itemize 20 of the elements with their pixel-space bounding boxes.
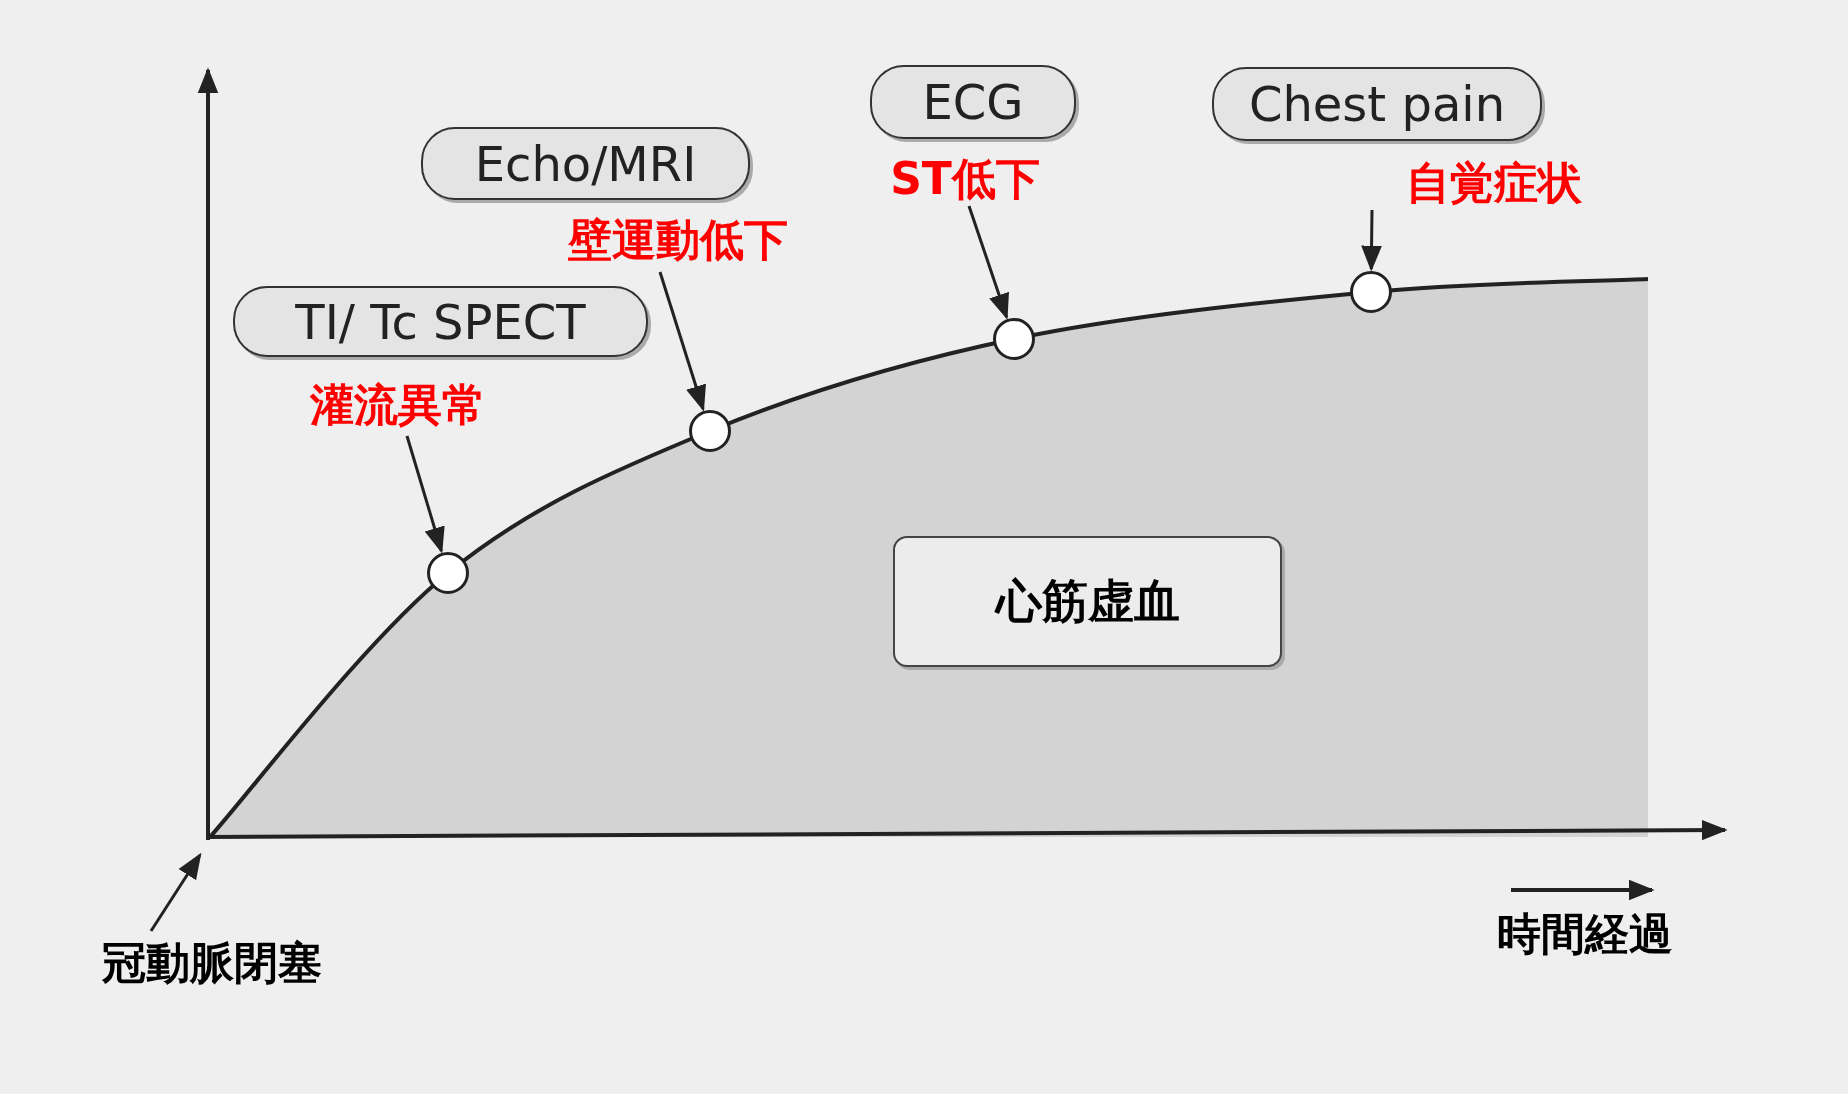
annotation-text: ST低下 (880, 153, 1050, 205)
arrow (405, 435, 445, 554)
label-box: 心筋虚血 (893, 536, 1282, 667)
label-pill: Echo/MRI (421, 127, 750, 200)
marker-circle (993, 318, 1035, 360)
arrow (658, 271, 706, 412)
arrow (149, 852, 202, 932)
marker-circle (427, 552, 469, 594)
arrow (967, 205, 1009, 320)
label-pill: TI/ Tc SPECT (233, 286, 648, 357)
label-pill: Chest pain (1212, 67, 1542, 141)
annotation-text: 自覚症状 (1360, 153, 1582, 213)
annotation-text: 壁運動低下 (538, 210, 818, 270)
annotation-text: 灌流異常 (285, 375, 510, 435)
axis-label: 時間経過 (1496, 906, 1674, 961)
arrow (1361, 209, 1382, 272)
caption-text: 冠動脈閉塞 (72, 934, 352, 992)
label-pill: ECG (870, 65, 1076, 139)
marker-circle (1350, 271, 1392, 313)
marker-circle (689, 410, 731, 452)
